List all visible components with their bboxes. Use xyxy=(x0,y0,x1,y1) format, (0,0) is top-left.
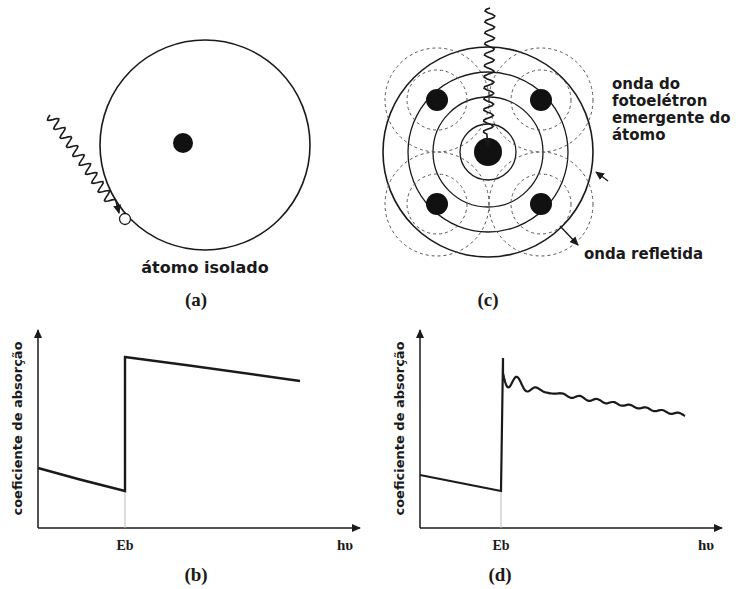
axis-label: coeficiente de absorção xyxy=(393,341,408,515)
axis-label: hυ xyxy=(698,537,714,554)
leader-line xyxy=(596,172,608,181)
wave-line xyxy=(48,115,120,213)
panel-letter: (a) xyxy=(185,289,207,311)
axis-tick: Eb xyxy=(492,538,509,554)
wave-line xyxy=(484,8,495,146)
axis-tick: Eb xyxy=(116,538,133,554)
axis-label: hυ xyxy=(337,537,353,554)
panel-letter: (d) xyxy=(488,564,511,586)
caption-text: átomo isolado xyxy=(141,259,268,277)
absorption-curve xyxy=(38,357,300,491)
panel-letter: (c) xyxy=(477,289,498,311)
callout-text: onda do fotoelétron emergente do átomo xyxy=(612,76,740,145)
atoms xyxy=(426,89,552,215)
axis-label: coeficiente de absorção xyxy=(11,341,26,515)
axes-d xyxy=(420,330,722,528)
leader-line xyxy=(560,226,578,245)
isolated-atom xyxy=(100,40,310,250)
callout-text: onda refletida xyxy=(584,246,703,263)
panel-letter: (b) xyxy=(184,564,207,586)
axes-b xyxy=(38,330,360,528)
wave-line xyxy=(420,358,685,491)
